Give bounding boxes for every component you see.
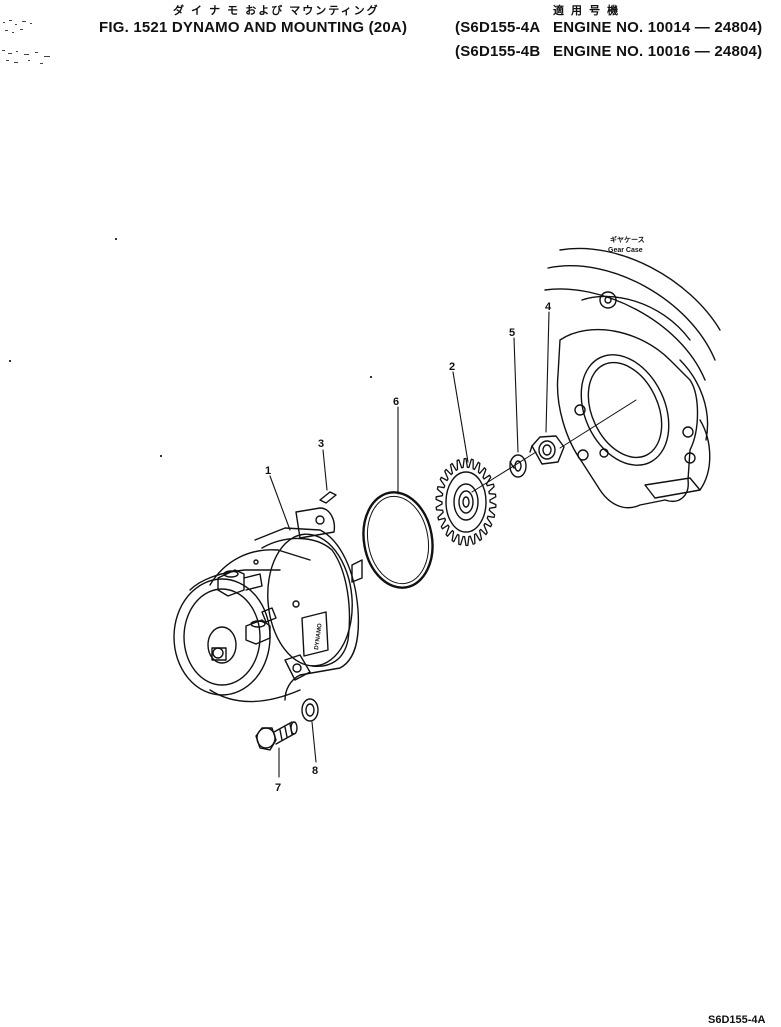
model-1: (S6D155-4A: [455, 19, 541, 36]
scan-speckle: [2, 20, 50, 64]
callout-1: 1: [265, 465, 271, 477]
callout-2: 2: [449, 361, 455, 373]
gear-case: [544, 247, 721, 509]
callout-numbers: 1 2 3 4 5 6 7 8: [265, 301, 552, 794]
callout-7: 7: [275, 782, 281, 794]
dynamo-part-1: [173, 507, 363, 703]
callout-3: 3: [318, 438, 324, 450]
footer-figure-code: S6D155-4A: [708, 1014, 766, 1026]
callout-5: 5: [509, 327, 515, 339]
o-ring-part-6: [362, 491, 434, 589]
scan-dots: [9, 238, 372, 457]
gear-part-2: [435, 451, 537, 547]
model-2: (S6D155-4B: [455, 43, 541, 60]
engine-range-2: ENGINE NO. 10016 — 24804): [553, 43, 763, 60]
japanese-applicable-label: 適 用 号 機: [553, 5, 621, 17]
key-part-3: [319, 491, 337, 504]
callout-8: 8: [312, 765, 318, 777]
bolt-part-7: [255, 721, 298, 751]
japanese-title: ダ イ ナ モ および マウンティング: [173, 5, 380, 17]
leader-lines: [269, 311, 550, 778]
callout-4: 4: [545, 301, 552, 313]
dynamo-nameplate: DYNAMO: [314, 623, 324, 651]
washer-part-5: [509, 454, 527, 478]
nut-part-4: [529, 435, 565, 465]
callout-6: 6: [393, 396, 399, 408]
figure-title: FIG. 1521 DYNAMO AND MOUNTING (20A): [99, 19, 408, 36]
gear-case-jp-label: ギヤケース: [610, 235, 645, 244]
gear-case-label: Gear Case: [608, 247, 643, 254]
engine-range-1: ENGINE NO. 10014 — 24804): [553, 19, 763, 36]
washer-part-8: [301, 698, 319, 722]
